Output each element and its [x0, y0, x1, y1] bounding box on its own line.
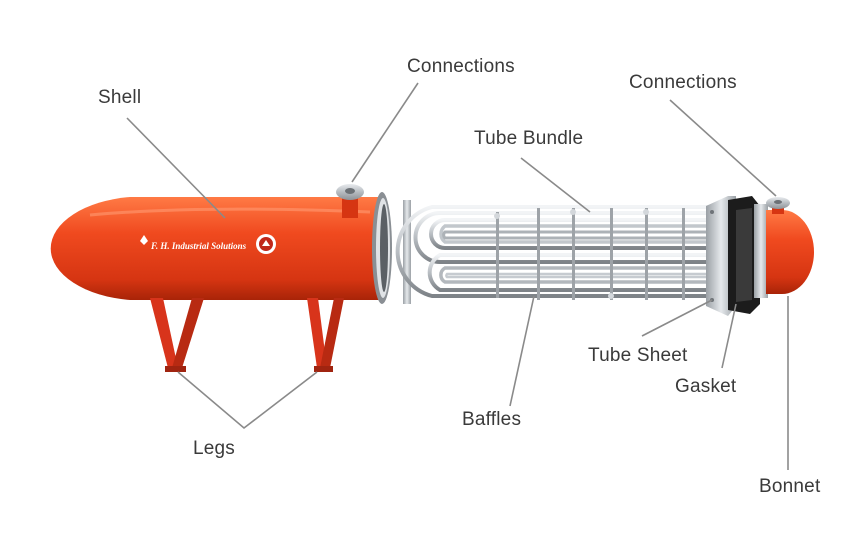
tube-bundle	[395, 200, 720, 304]
leader-gasket	[721, 303, 737, 369]
maple-leaf-icon	[140, 235, 148, 245]
label-connections-left: Connections	[407, 56, 515, 77]
brand-logo: F. H. Industrial Solutions	[140, 234, 276, 254]
label-shell: Shell	[98, 87, 142, 108]
leader-tube-bundle	[520, 157, 591, 213]
leader-connections-left	[351, 82, 419, 183]
gasket	[728, 196, 760, 314]
label-tube-sheet: Tube Sheet	[588, 345, 688, 366]
leader-baffles	[509, 295, 535, 407]
leader-legs	[177, 371, 318, 430]
leader-tube-sheet	[641, 299, 713, 337]
label-connections-right: Connections	[629, 72, 737, 93]
label-bonnet: Bonnet	[759, 476, 821, 497]
shell	[50, 192, 392, 304]
label-tube-bundle: Tube Bundle	[474, 128, 584, 149]
label-legs: Legs	[193, 438, 236, 459]
leader-shell	[126, 117, 226, 219]
brand-logo-text: F. H. Industrial Solutions	[150, 241, 247, 251]
leader-lines	[126, 82, 789, 470]
shell-legs	[150, 298, 344, 372]
label-gasket: Gasket	[675, 376, 737, 397]
leader-connections-right	[669, 99, 777, 197]
bonnet	[754, 197, 814, 298]
shell-nozzle	[336, 184, 364, 218]
baffles	[494, 208, 685, 300]
label-baffles: Baffles	[462, 409, 522, 430]
